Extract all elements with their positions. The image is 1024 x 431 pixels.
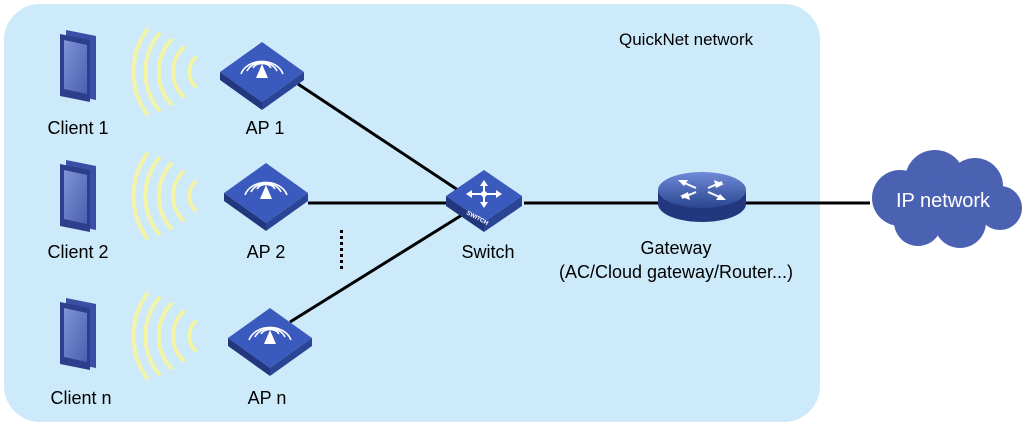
wifi-waves-client-2	[131, 152, 197, 240]
ap-2-icon	[224, 163, 308, 231]
client-2-label: Client 2	[47, 242, 109, 262]
quicknet-zone	[4, 4, 820, 422]
ap-1-label: AP 1	[245, 118, 285, 138]
ap-1-icon	[220, 42, 304, 110]
quicknet-zone-label: QuickNet network	[619, 30, 754, 49]
gateway-sublabel: (AC/Cloud gateway/Router...)	[558, 262, 794, 282]
ap-n-icon	[228, 308, 312, 376]
gateway-label: Gateway	[640, 238, 712, 258]
ip-network-cloud-icon	[872, 150, 1022, 248]
wifi-waves-client-n	[131, 292, 197, 380]
client-1-device	[60, 30, 96, 102]
switch-label: Switch	[461, 242, 515, 262]
switch-icon: SWITCH	[446, 170, 522, 232]
link-apn-switch	[289, 208, 471, 324]
link-ap1-switch	[297, 82, 471, 200]
gateway-router-icon	[658, 172, 746, 222]
gateway-label-block: Gateway (AC/Cloud gateway/Router...)	[559, 236, 793, 284]
more-aps-dots	[340, 230, 343, 269]
client-n-device	[60, 298, 96, 370]
ip-network-label: IP network	[895, 190, 991, 212]
client-1-label: Client 1	[47, 118, 109, 138]
ap-n-label: AP n	[247, 388, 287, 408]
ap-2-label: AP 2	[246, 242, 286, 262]
client-2-device	[60, 160, 96, 232]
client-n-label: Client n	[50, 388, 112, 408]
links	[289, 82, 870, 324]
wifi-waves-client-1	[131, 28, 197, 116]
